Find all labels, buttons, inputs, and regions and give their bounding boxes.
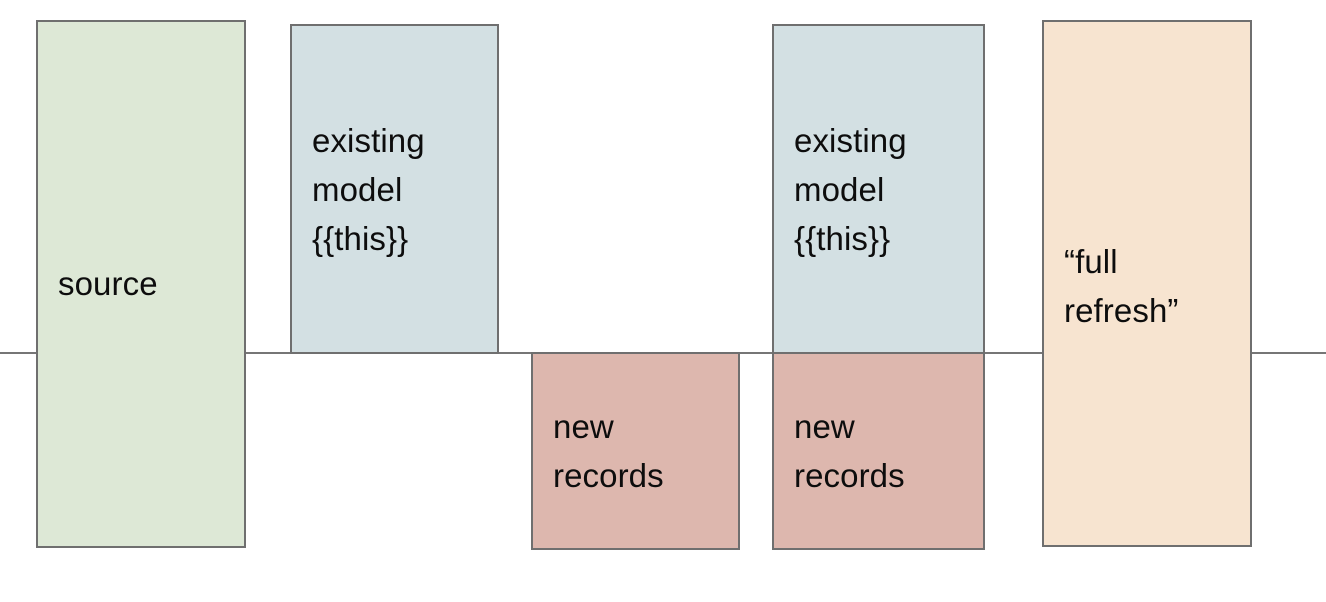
box-new-records-2[interactable]: new records bbox=[772, 352, 985, 550]
box-new-records-1-label: new records bbox=[553, 408, 664, 495]
box-new-records-2-label: new records bbox=[794, 408, 905, 495]
box-new-records-1[interactable]: new records bbox=[531, 352, 740, 550]
box-existing-model-1[interactable]: existing model {{this}} bbox=[290, 24, 499, 354]
box-existing-model-1-label: existing model {{this}} bbox=[312, 122, 425, 258]
box-source-label: source bbox=[58, 265, 158, 303]
box-full-refresh[interactable]: “full refresh” bbox=[1042, 20, 1252, 547]
box-existing-model-2-label: existing model {{this}} bbox=[794, 122, 907, 258]
box-full-refresh-label: “full refresh” bbox=[1064, 243, 1179, 330]
box-source[interactable]: source bbox=[36, 20, 246, 548]
box-existing-model-2[interactable]: existing model {{this}} bbox=[772, 24, 985, 354]
